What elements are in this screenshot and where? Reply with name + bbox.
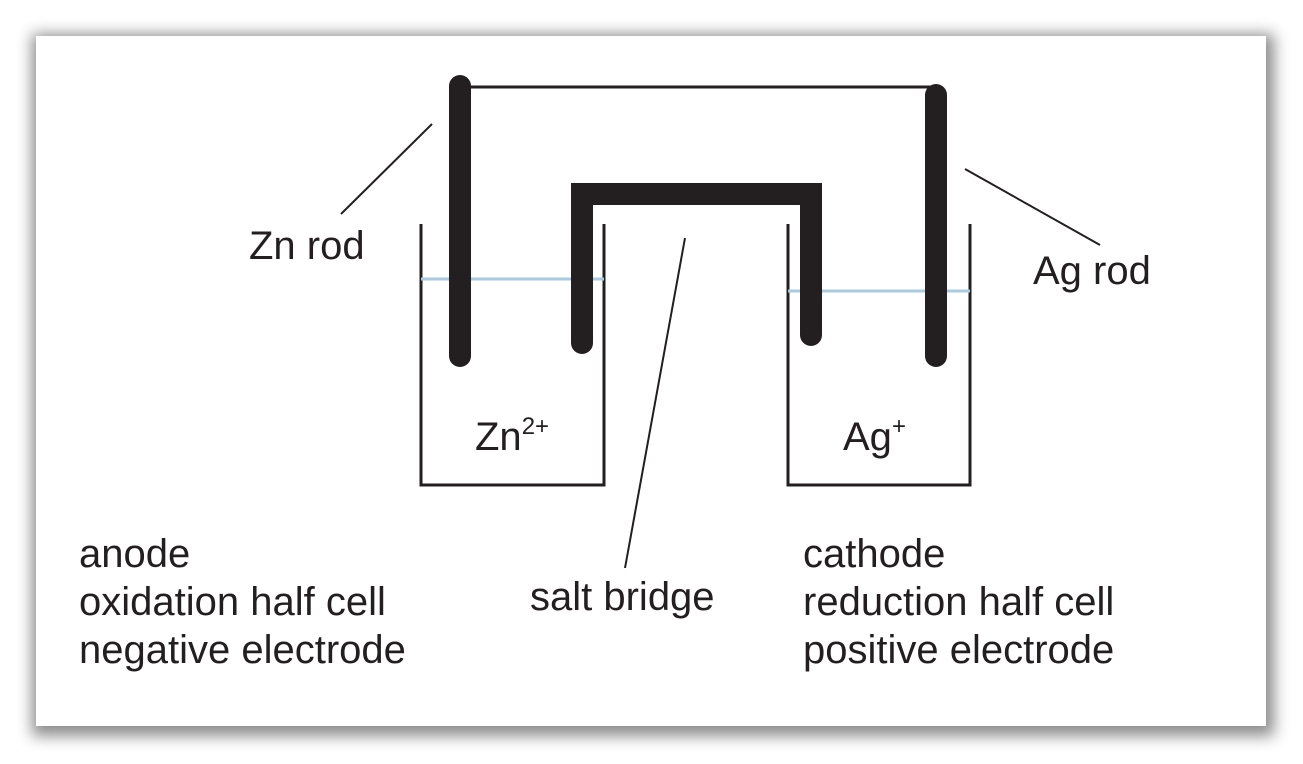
anode-description: anode oxidation half cell negative elect… [79, 530, 406, 674]
zn-rod-label: Zn rod [249, 224, 365, 268]
salt-bridge [571, 183, 822, 354]
cathode-line-3: positive electrode [803, 628, 1115, 672]
salt-bridge-leader [624, 237, 686, 569]
ag-ion-charge: + [891, 413, 906, 440]
anode-line-1: anode [79, 532, 191, 576]
anode-line-3: negative electrode [79, 628, 406, 672]
zn-ion-charge: 2+ [521, 413, 550, 440]
cathode-line-2: reduction half cell [803, 580, 1115, 624]
ag-rod-label: Ag rod [1033, 249, 1151, 293]
zn-rod-leader [340, 123, 433, 215]
ag-ion-label: Ag+ [843, 413, 906, 467]
zn-ion-base: Zn [475, 415, 522, 459]
anode-line-2: oxidation half cell [79, 580, 386, 624]
left-beaker [419, 224, 606, 487]
cathode-line-1: cathode [803, 532, 946, 576]
diagram-panel [36, 36, 1266, 726]
cathode-description: cathode reduction half cell positive ele… [803, 530, 1114, 674]
ag-ion-base: Ag [843, 415, 892, 459]
ag-rod-leader [964, 168, 1101, 246]
zn-ion-label: Zn2+ [475, 413, 549, 467]
right-beaker [786, 224, 972, 487]
salt-bridge-label: salt bridge [530, 575, 715, 619]
